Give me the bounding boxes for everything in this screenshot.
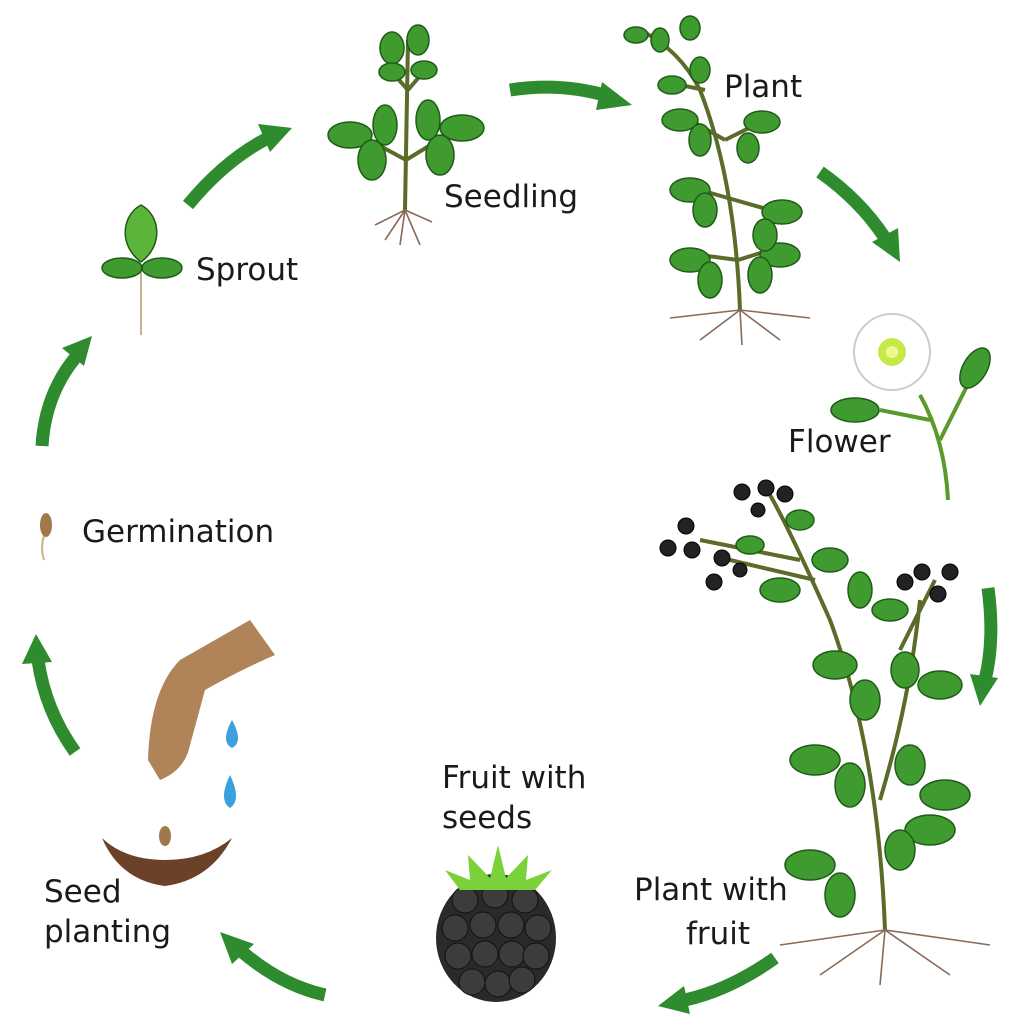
arrow-flower-to-fruit-plant	[970, 587, 998, 706]
blackberry-fruit-illustration	[436, 845, 556, 1002]
germinating-seed-illustration	[40, 513, 52, 561]
label-fruit-with-seeds-line2: seeds	[442, 800, 532, 836]
arrow-plant-to-flower	[816, 166, 900, 262]
label-plant: Plant	[724, 69, 802, 105]
soil	[102, 838, 232, 886]
label-seedling: Seedling	[444, 179, 578, 215]
berries	[659, 479, 959, 603]
flower-illustration	[830, 313, 991, 501]
arrow-sprout-to-seedling	[182, 124, 292, 210]
water-drop	[224, 775, 236, 808]
hand-illustration	[148, 620, 275, 780]
arrow-fruit-plant-to-fruit	[658, 952, 779, 1014]
label-seed-planting-line2: planting	[44, 914, 171, 950]
cycle-arrows	[22, 80, 998, 1014]
water-drop	[226, 720, 238, 748]
arrow-germination-to-sprout	[35, 336, 92, 447]
label-seed-planting-line1: Seed	[44, 874, 122, 910]
label-flower: Flower	[788, 424, 891, 460]
fruiting-plant-illustration	[659, 479, 991, 986]
label-plant-with-fruit-line1: Plant with	[634, 872, 788, 908]
arrow-seed-planting-to-germination	[22, 634, 81, 756]
seed-planting-illustration	[102, 620, 275, 886]
plant-illustration	[623, 15, 811, 346]
arrow-fruit-to-seed-planting	[220, 932, 327, 1002]
label-plant-with-fruit-line2: fruit	[686, 916, 750, 952]
label-germination: Germination	[82, 514, 274, 550]
label-sprout: Sprout	[196, 252, 298, 288]
arrow-seedling-to-plant	[508, 80, 632, 110]
label-fruit-with-seeds-line1: Fruit with	[442, 760, 586, 796]
sprout-illustration	[101, 204, 183, 335]
seedling-illustration	[327, 24, 485, 246]
